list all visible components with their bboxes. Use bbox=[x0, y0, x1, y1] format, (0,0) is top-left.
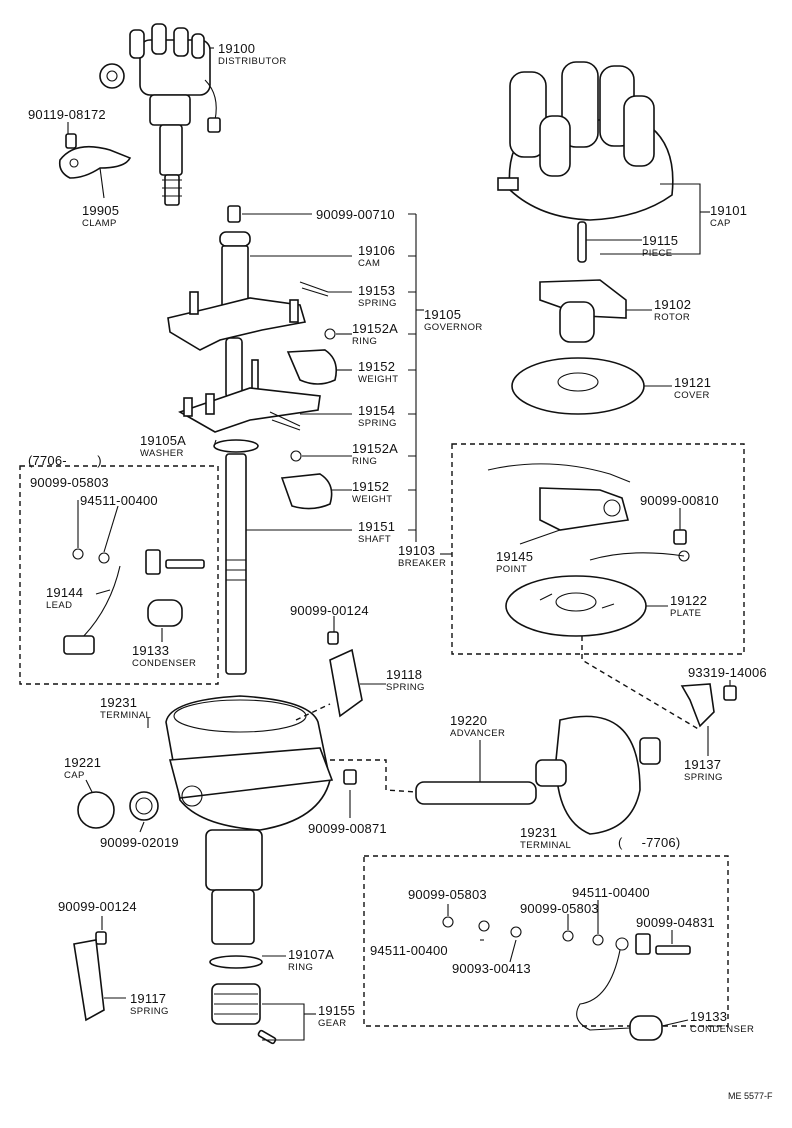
label-19122: 19122 PLATE bbox=[670, 593, 708, 619]
label-19133-a: 19133 CONDENSER bbox=[132, 643, 197, 669]
cap-rotor-cover-drawing bbox=[497, 61, 674, 415]
label-19115: 19115 PIECE bbox=[642, 233, 679, 259]
label-19221: 19221 CAP bbox=[64, 755, 102, 781]
label-19102: 19102 ROTOR bbox=[654, 297, 692, 323]
label-7706-until: ( -7706) bbox=[618, 835, 681, 850]
label-19105a: 19105A WASHER bbox=[140, 433, 187, 459]
label-19105: 19105 GOVERNOR bbox=[424, 307, 483, 333]
label-19100: 19100 DISTRIBUTOR bbox=[218, 41, 287, 67]
distributor-assembly-drawing bbox=[99, 23, 221, 206]
label-19144: 19144 LEAD bbox=[46, 585, 84, 611]
governor-shaft-drawing bbox=[167, 205, 338, 675]
label-19117: 19117 SPRING bbox=[130, 991, 169, 1017]
label-90099-02019: 90099-02019 bbox=[100, 835, 179, 850]
lead-condenser-drawing bbox=[63, 548, 205, 655]
label-19145: 19145 POINT bbox=[496, 549, 534, 575]
label-90099-00710: 90099-00710 bbox=[316, 207, 395, 222]
label-94511-00400-a: 94511-00400 bbox=[80, 493, 158, 508]
label-19121: 19121 COVER bbox=[674, 375, 712, 401]
breaker-drawing bbox=[487, 463, 690, 637]
clamp-drawing bbox=[58, 133, 132, 179]
label-7706-from: (7706- ) bbox=[28, 453, 102, 468]
label-19101: 19101 CAP bbox=[710, 203, 748, 229]
label-94511-00400-c: 94511-00400 bbox=[370, 943, 448, 958]
terminal-group-box bbox=[363, 855, 729, 1027]
label-19137: 19137 SPRING bbox=[684, 757, 723, 783]
label-19152a-2: 19152A RING bbox=[352, 441, 399, 467]
terminal-group-drawing bbox=[442, 916, 691, 1041]
label-90099-05803-c: 90099-05803 bbox=[520, 901, 599, 916]
label-19151: 19151 SHAFT bbox=[358, 519, 396, 545]
housing-advancer-drawing bbox=[77, 695, 661, 945]
label-90099-00810: 90099-00810 bbox=[640, 493, 719, 508]
lead-condenser-group-box bbox=[19, 465, 219, 685]
leader-lines bbox=[67, 47, 731, 1041]
label-19154: 19154 SPRING bbox=[358, 403, 397, 429]
label-19905: 19905 CLAMP bbox=[82, 203, 120, 229]
label-90099-04831: 90099-04831 bbox=[636, 915, 715, 930]
label-90099-00871: 90099-00871 bbox=[308, 821, 387, 836]
label-90099-05803-a: 90099-05803 bbox=[30, 475, 109, 490]
label-19231-a: 19231 TERMINAL bbox=[100, 695, 152, 721]
label-19153: 19153 SPRING bbox=[358, 283, 397, 309]
footer-code: ME 5577-F bbox=[728, 1091, 773, 1101]
label-93319-14006: 93319-14006 bbox=[688, 665, 767, 680]
label-19231-b: 19231 TERMINAL bbox=[520, 825, 572, 851]
label-19107a: 19107A RING bbox=[288, 947, 335, 973]
label-19152-1: 19152 WEIGHT bbox=[358, 359, 399, 385]
label-90119-08172: 90119-08172 bbox=[28, 107, 106, 122]
label-90093-00413: 90093-00413 bbox=[452, 961, 531, 976]
label-19155: 19155 GEAR bbox=[318, 1003, 356, 1029]
label-19118: 19118 SPRING bbox=[386, 667, 425, 693]
label-90099-05803-b: 90099-05803 bbox=[408, 887, 487, 902]
label-94511-00400-b: 94511-00400 bbox=[572, 885, 650, 900]
breaker-group-box bbox=[451, 443, 745, 655]
label-19220: 19220 ADVANCER bbox=[450, 713, 506, 739]
label-19103: 19103 BREAKER bbox=[398, 543, 447, 569]
label-19133-b: 19133 CONDENSER bbox=[690, 1009, 755, 1035]
springs-small-parts-drawing bbox=[73, 631, 737, 1045]
label-90099-00124-a: 90099-00124 bbox=[290, 603, 369, 618]
label-19152-2: 19152 WEIGHT bbox=[352, 479, 393, 505]
label-19106: 19106 CAM bbox=[358, 243, 396, 269]
label-90099-00124-b: 90099-00124 bbox=[58, 899, 137, 914]
label-19152a-1: 19152A RING bbox=[352, 321, 399, 347]
